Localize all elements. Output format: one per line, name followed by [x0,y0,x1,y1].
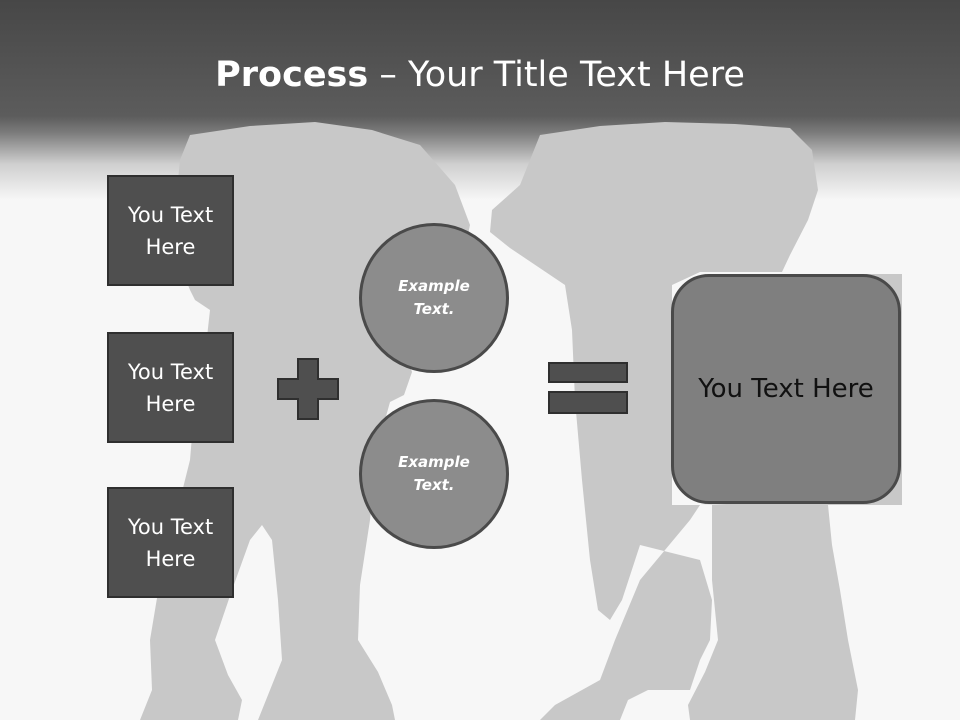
left-text-box-1-line1: You Text [127,202,214,227]
right-person-silhouette [490,122,902,720]
result-text-box: You Text Here [671,274,901,504]
slide-title: Process – Your Title Text Here [0,52,960,98]
equals-icon [548,362,628,414]
left-text-box-2-line2: Here [145,391,196,416]
example-circle-1-line2: Text. [413,300,455,318]
left-text-box-2-line1: You Text [127,359,214,384]
title-strong: Process [215,55,369,95]
plus-icon [277,358,339,420]
example-circle-2-line2: Text. [413,476,455,494]
left-text-box-3-line2: Here [145,546,196,571]
example-circle-1-line1: Example [398,277,470,295]
left-text-box-3-line1: You Text [127,514,214,539]
title-rest: – Your Title Text Here [368,55,745,95]
left-text-box-1-line2: Here [145,234,196,259]
example-circle-2-line1: Example [398,453,470,471]
result-text: You Text Here [698,374,874,404]
